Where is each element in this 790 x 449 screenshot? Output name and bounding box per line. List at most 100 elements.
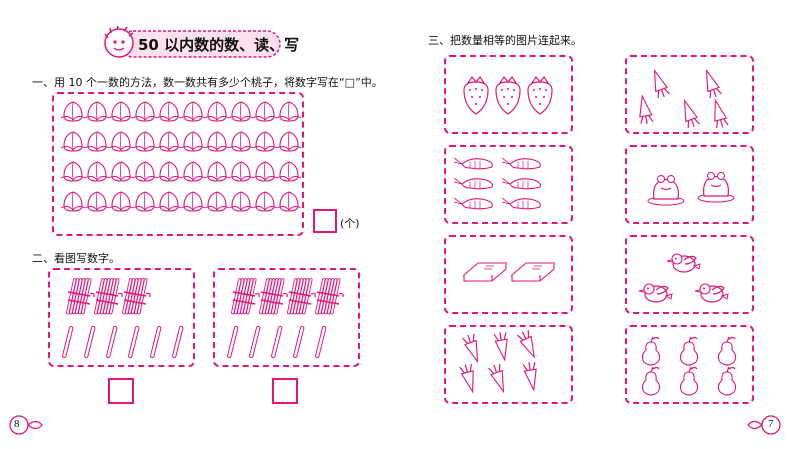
sticks-group-1 — [62, 278, 184, 359]
stick-icon — [227, 325, 239, 359]
peach-icon — [252, 191, 278, 212]
card-carrots[interactable] — [444, 325, 573, 404]
pear-icon — [641, 366, 661, 396]
peach-icon — [252, 101, 278, 122]
shrimp-icon — [501, 197, 541, 210]
peach-icon — [180, 161, 206, 182]
peach-icon — [156, 101, 182, 122]
card-pears[interactable] — [625, 325, 754, 404]
stick-icon — [84, 325, 96, 359]
q1-unit-label: (个) — [340, 217, 360, 230]
page-number-right: 7 — [768, 418, 774, 430]
peach-icon — [108, 191, 134, 212]
card-strawberries[interactable] — [444, 55, 573, 134]
stick-bundle-icon — [287, 278, 316, 315]
stick-icon — [62, 325, 74, 359]
peach-icon — [252, 161, 278, 182]
shrimp-icon — [453, 157, 493, 170]
page-number-ornament-right — [747, 415, 781, 435]
pear-icon — [679, 366, 699, 396]
peach-icon — [228, 101, 254, 122]
bird-icon — [694, 283, 729, 303]
shrimp-icon — [501, 177, 541, 190]
stick-icon — [249, 325, 261, 359]
peach-icon — [204, 131, 230, 152]
peach-icon — [276, 131, 302, 152]
stick-icon — [315, 325, 327, 359]
peach-icon — [180, 131, 206, 152]
peach-icon — [108, 131, 134, 152]
carrot-icon — [639, 94, 654, 124]
peach-icon — [132, 101, 158, 122]
shrimp-icon — [453, 197, 493, 210]
stick-icon — [293, 325, 305, 359]
strawberry-icon — [527, 75, 553, 115]
q2-answer-box-2[interactable] — [272, 378, 298, 404]
card-carrots-top[interactable] — [625, 55, 754, 134]
peach-icon — [204, 191, 230, 212]
stick-bundle-icon — [94, 278, 123, 315]
peach-icon — [156, 191, 182, 212]
carrot-icon — [462, 333, 479, 364]
page-title: 50 以内数的数、读、写 — [138, 36, 300, 54]
peach-icon — [84, 161, 110, 182]
question-2-text: 二、看图写数字。 — [32, 252, 120, 265]
stick-bundle-icon — [259, 278, 288, 315]
stick-icon — [172, 325, 184, 359]
peach-icon — [180, 191, 206, 212]
page-number-ornament — [9, 415, 43, 435]
book-icon — [510, 262, 556, 282]
strawberry-icon — [463, 75, 489, 115]
stick-icon — [128, 325, 140, 359]
strawberry-icon — [495, 75, 521, 115]
carrot-icon — [683, 98, 700, 129]
peach-grid — [60, 101, 302, 212]
stick-bundle-icon — [315, 278, 344, 315]
peach-icon — [60, 191, 86, 212]
peach-icon — [84, 191, 110, 212]
card-birds[interactable] — [625, 235, 754, 314]
pear-icon — [717, 336, 737, 366]
stick-icon — [106, 325, 118, 359]
peach-icon — [276, 191, 302, 212]
stick-bundle-icon — [66, 278, 95, 315]
shrimp-icon — [453, 177, 493, 190]
pear-icon — [717, 366, 737, 396]
peach-icon — [132, 191, 158, 212]
stick-bundle-icon — [122, 278, 151, 315]
peach-icon — [84, 131, 110, 152]
stick-icon — [150, 325, 162, 359]
peach-icon — [132, 131, 158, 152]
sticks-box-1 — [48, 268, 195, 367]
peach-icon — [276, 101, 302, 122]
page-number: 8 — [14, 418, 20, 430]
card-books[interactable] — [444, 235, 573, 314]
title-banner: 50 以内数的数、读、写 — [104, 25, 299, 60]
carrot-icon — [459, 363, 474, 394]
q1-answer-box[interactable] — [313, 209, 337, 233]
hedgehog-icon — [104, 25, 134, 58]
carrot-icon — [522, 362, 537, 392]
title-banner-frame — [119, 30, 281, 58]
peach-icon — [108, 101, 134, 122]
carrot-icon — [493, 332, 508, 362]
peach-icon — [84, 101, 110, 122]
card-shrimp[interactable] — [444, 145, 573, 224]
peach-icon — [108, 161, 134, 182]
peach-icon — [204, 101, 230, 122]
pear-icon — [679, 336, 699, 366]
q2-answer-box-1[interactable] — [108, 378, 134, 404]
frog-icon — [697, 172, 735, 203]
peach-icon — [228, 131, 254, 152]
stick-bundle-icon — [231, 278, 260, 315]
question-3-text: 三、把数量相等的图片连起来。 — [428, 34, 582, 47]
stick-icon — [271, 325, 283, 359]
card-frogs[interactable] — [625, 145, 754, 224]
peach-icon — [156, 161, 182, 182]
carrot-icon — [488, 363, 505, 394]
carrot-icon — [653, 68, 670, 99]
peach-icon — [228, 191, 254, 212]
peach-icon — [60, 131, 86, 152]
peach-icon — [60, 101, 86, 122]
book-icon — [462, 262, 508, 282]
